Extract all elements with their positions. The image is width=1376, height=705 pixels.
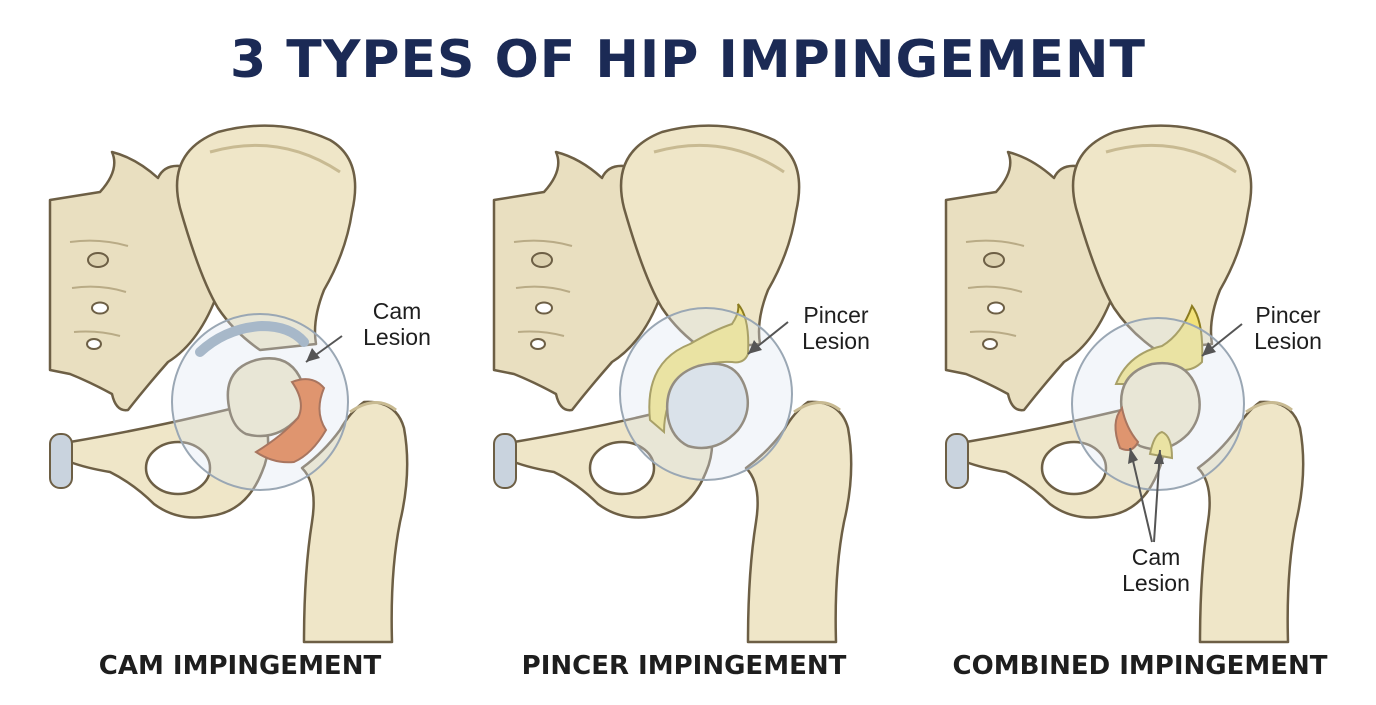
label-line1: Cam [1131,544,1181,570]
cam-lesion-label: Cam Lesion [342,298,452,350]
cam-hip-illustration [48,124,409,644]
page-title: 3 TYPES OF HIP IMPINGEMENT [229,30,1147,90]
label-line2: Lesion [1254,328,1322,354]
panel-pincer: Pincer Lesion [492,112,934,644]
label-line1: Pincer [803,302,869,328]
pincer-lesion-label: Pincer Lesion [786,302,886,354]
label-line2: Lesion [363,324,431,350]
combined-hip-illustration [944,124,1305,644]
panel-cam: Cam Lesion [48,112,490,644]
caption-pincer: PINCER IMPINGEMENT [521,651,847,681]
label-line1: Cam [372,298,422,324]
panel-combined: Pincer Lesion Cam Lesion [944,112,1376,644]
label-line2: Lesion [1122,570,1190,596]
label-line2: Lesion [802,328,870,354]
pincer-lesion-label: Pincer Lesion [1238,302,1338,354]
cam-lesion-label: Cam Lesion [1106,544,1206,596]
caption-combined: COMBINED IMPINGEMENT [952,651,1328,681]
cam-lesion-mark [254,378,328,464]
label-line1: Pincer [1255,302,1321,328]
pincer-hip-illustration [492,124,853,644]
caption-cam: CAM IMPINGEMENT [98,651,382,681]
